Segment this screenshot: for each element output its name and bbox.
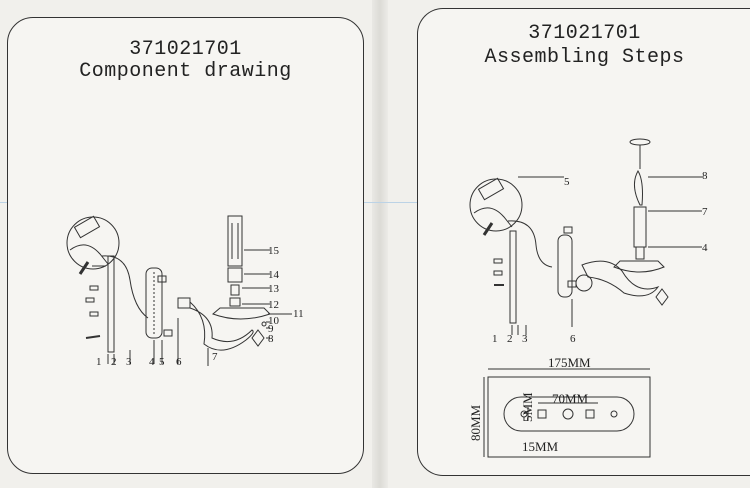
label-5: 5 <box>159 356 165 368</box>
label-8: 8 <box>268 333 274 345</box>
plate-frame <box>487 376 651 458</box>
socket-cup <box>230 284 240 296</box>
plate-hole <box>610 410 618 418</box>
dimension-lines <box>483 368 650 457</box>
plate-hole <box>520 410 528 418</box>
label-2: 2 <box>507 333 513 345</box>
threaded-nipple <box>229 297 241 307</box>
label-5: 5 <box>564 176 570 188</box>
component-exploded-diagram <box>66 215 292 366</box>
label-4: 4 <box>702 242 708 254</box>
lamp-socket <box>635 246 645 260</box>
dim-hole-spacing: 70MM <box>552 391 589 406</box>
crystal-pendant <box>251 329 265 347</box>
assembling-steps-page: 371021701 Assembling Steps <box>417 8 750 476</box>
dim-height: 80MM <box>468 404 483 441</box>
plate-nut <box>157 275 167 283</box>
lamp-socket <box>227 267 243 283</box>
right-page-title: Assembling Steps <box>484 46 685 69</box>
label-1: 1 <box>492 333 498 345</box>
wall-plug <box>493 258 503 264</box>
wall-plug <box>89 311 99 317</box>
detail-bracket <box>477 177 505 201</box>
label-6: 6 <box>570 333 576 345</box>
assembly-diagram <box>469 138 702 458</box>
wall-plug <box>493 270 503 276</box>
label-7: 7 <box>212 351 218 363</box>
crystal-pendant <box>655 288 669 306</box>
right-page-code: 371021701 <box>528 22 641 45</box>
plate-nut <box>163 329 173 337</box>
dim-inner-height: 5MM <box>520 392 535 422</box>
plate-slot <box>537 409 547 419</box>
label-10: 10 <box>268 315 280 327</box>
screw-part <box>85 335 101 339</box>
decorative-arm <box>189 300 254 351</box>
screw-part <box>482 222 494 236</box>
candle-sleeve-lines <box>231 223 239 259</box>
leader-lines-bottom <box>511 299 573 335</box>
candle-sleeve <box>227 215 243 267</box>
label-3: 3 <box>126 356 132 368</box>
label-9: 9 <box>268 323 274 335</box>
label-3: 3 <box>522 333 528 345</box>
component-drawing-page: 371021701 Component drawing <box>7 17 364 474</box>
left-page-code: 371021701 <box>129 38 242 61</box>
label-11: 11 <box>293 308 304 320</box>
bobeche <box>212 307 271 320</box>
wall-plug <box>85 297 95 303</box>
crystal-hook <box>261 321 267 327</box>
mounting-plate <box>503 396 635 432</box>
label-13: 13 <box>268 283 280 295</box>
scan-guide-line <box>0 202 750 203</box>
label-4: 4 <box>149 356 155 368</box>
leader-lines <box>518 176 702 248</box>
decorative-arm <box>581 260 660 297</box>
detail-arm <box>69 244 109 265</box>
plate-nut <box>563 226 573 234</box>
cup-part <box>575 274 593 292</box>
bulb-cap <box>629 138 651 146</box>
label-7: 7 <box>702 206 708 218</box>
wall-plate <box>145 267 163 339</box>
leader-lines-bottom <box>107 318 209 366</box>
label-12: 12 <box>268 299 279 311</box>
label-6: 6 <box>176 356 182 368</box>
plate-slot <box>585 409 595 419</box>
mounting-bar <box>509 230 517 324</box>
screw-part <box>78 261 90 275</box>
wall-plate <box>557 234 573 298</box>
label-2: 2 <box>111 356 117 368</box>
detail-bracket <box>73 215 101 239</box>
detail-arm <box>473 207 513 228</box>
label-14: 14 <box>268 269 280 281</box>
cable-line <box>507 220 553 268</box>
page-fold <box>372 0 388 488</box>
dim-width: 175MM <box>548 355 591 370</box>
label-8: 8 <box>702 170 708 182</box>
dim-inner-width: 15MM <box>522 439 559 454</box>
candle-bulb <box>634 170 643 206</box>
cable-line <box>101 255 149 319</box>
leader-lines <box>242 249 292 339</box>
wall-plug <box>89 285 99 291</box>
label-1: 1 <box>96 356 102 368</box>
bobeche <box>613 260 665 273</box>
label-15: 15 <box>268 245 280 257</box>
left-page-title: Component drawing <box>79 60 292 83</box>
plate-center-hole <box>562 408 574 420</box>
